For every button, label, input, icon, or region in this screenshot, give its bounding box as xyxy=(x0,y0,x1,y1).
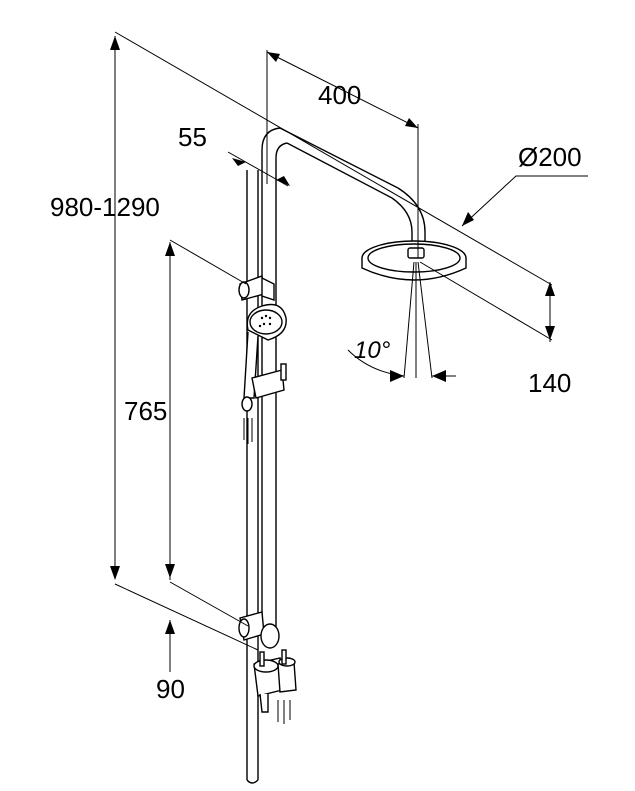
dimension-label-rail-length: 765 xyxy=(124,396,167,426)
overhead-shower-head xyxy=(361,240,467,281)
spray-angle-lines xyxy=(347,261,456,382)
dimension-label-head-drop: 140 xyxy=(528,368,571,398)
slider xyxy=(241,363,287,444)
dimension-label-spray-angle: 10° xyxy=(354,337,391,364)
dimension-label-bracket-height: 90 xyxy=(156,674,185,704)
dimension-arm-reach xyxy=(266,50,419,258)
dimension-label-arm-reach: 400 xyxy=(318,80,361,110)
diverter-valve xyxy=(253,649,297,724)
dimension-head-drop xyxy=(419,261,555,342)
lower-wall-bracket xyxy=(238,611,280,649)
dimension-label-rail-offset: 55 xyxy=(178,122,207,152)
dimension-total-height xyxy=(110,31,553,651)
dimension-rail-length xyxy=(165,239,249,627)
dimension-head-diameter xyxy=(461,175,588,227)
upper-wall-bracket xyxy=(238,275,275,301)
slide-bar xyxy=(246,170,259,784)
dimension-rail-offset xyxy=(227,151,290,187)
dimension-label-total-height: 980-1290 xyxy=(50,192,160,222)
dimension-label-head-diameter: Ø200 xyxy=(518,142,582,172)
dimension-bracket-height xyxy=(165,620,175,672)
